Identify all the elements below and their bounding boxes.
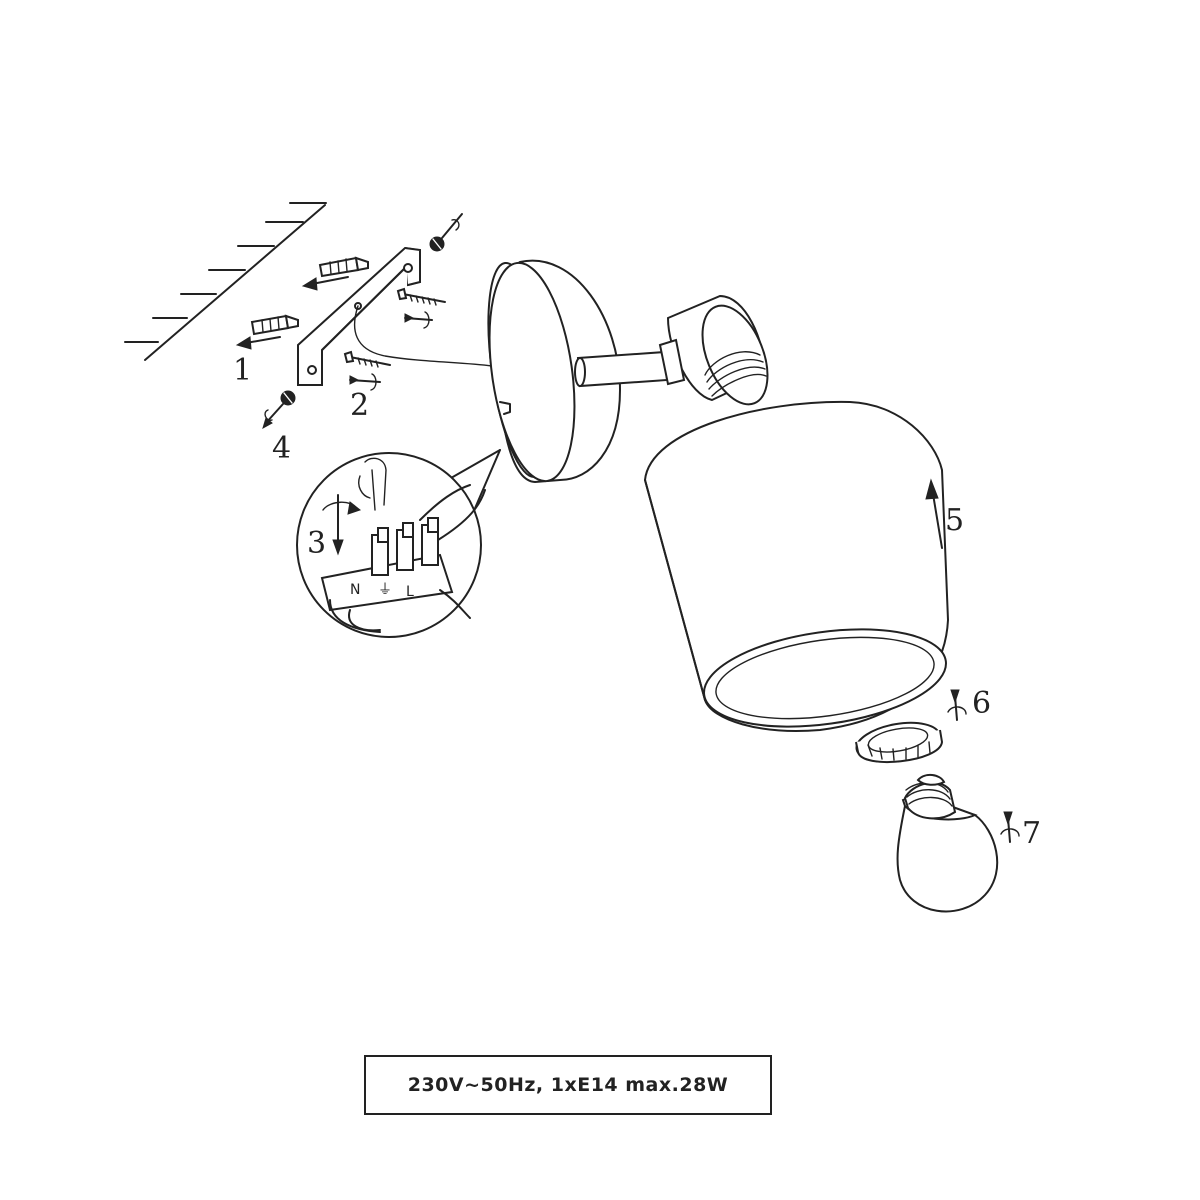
lamp-arm xyxy=(574,350,669,388)
screw-bracket-upper xyxy=(396,287,446,306)
step-label-1: 1 xyxy=(233,353,252,388)
step-label-4: 4 xyxy=(272,431,291,466)
wiring-detail-callout: N ⏚ L xyxy=(296,449,501,638)
step-label-7: 7 xyxy=(1022,816,1041,851)
step-label-2: 2 xyxy=(350,388,369,423)
base-plate xyxy=(487,259,622,484)
screwdriver-icon-upper xyxy=(404,311,433,329)
arrow-plug-upper xyxy=(301,276,349,291)
shade-ring xyxy=(855,721,944,763)
terminal-mark-l: L xyxy=(406,584,414,600)
step-label-3: 3 xyxy=(307,526,326,561)
small-screw-step-4 xyxy=(262,390,296,430)
screwdriver-icon-step-7 xyxy=(1000,811,1020,843)
light-bulb xyxy=(896,774,999,913)
small-screw-top xyxy=(429,213,463,252)
step-label-6: 6 xyxy=(972,686,991,721)
arrow-step-5 xyxy=(925,478,943,549)
wall-surface xyxy=(124,202,327,361)
wall-plug-upper xyxy=(318,256,369,278)
screwdriver-icon-lower xyxy=(349,373,381,391)
arrow-plug-lower xyxy=(235,336,281,350)
lamp-shade xyxy=(643,400,950,732)
terminal-mark-earth: ⏚ xyxy=(378,582,392,598)
step-label-5: 5 xyxy=(945,503,964,538)
terminal-mark-n: N xyxy=(350,582,360,598)
earth-wire xyxy=(354,305,493,367)
mounting-bracket xyxy=(297,246,422,386)
socket-holder xyxy=(658,294,769,406)
screw-bracket-lower xyxy=(343,350,391,368)
wall-plug-lower xyxy=(250,314,299,336)
spec-box: 230V~50Hz, 1xE14 max.28W xyxy=(364,1055,772,1115)
spec-text: 230V~50Hz, 1xE14 max.28W xyxy=(407,1074,729,1096)
screwdriver-icon-step-6 xyxy=(947,689,967,721)
